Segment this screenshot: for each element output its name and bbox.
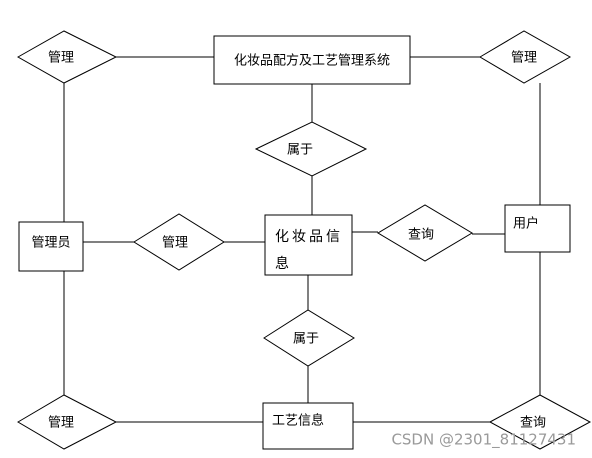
entity-process-label: 工艺信息 — [272, 413, 324, 429]
watermark: CSDN @2301_81127431 — [391, 431, 576, 450]
entity-user-label: 用户 — [513, 216, 539, 232]
connectors — [63, 56, 541, 423]
relation-query-middle: 查询 — [377, 204, 473, 262]
relation-manage-middle: 管理 — [133, 213, 225, 271]
entity-admin: 管理员 — [18, 221, 84, 272]
entity-cosmetic-label-line2: 息 — [275, 255, 292, 272]
relation-query-bottom-right-label: 查询 — [520, 416, 546, 431]
relation-manage-middle-label: 管理 — [162, 236, 188, 251]
relation-manage-bottom-left-label: 管理 — [48, 416, 74, 431]
relation-belongs-bottom: 属于 — [263, 309, 355, 367]
relation-manage-top-left-label: 管理 — [48, 51, 74, 66]
relation-manage-top-right-label: 管理 — [511, 51, 537, 66]
relation-manage-bottom-left: 管理 — [17, 394, 118, 450]
relation-belongs-top-label: 属于 — [287, 143, 313, 158]
relation-manage-top-right: 管理 — [479, 30, 572, 84]
relation-query-middle-label: 查询 — [408, 228, 434, 243]
entity-process-info: 工艺信息 — [262, 402, 354, 450]
entity-system: 化妆品配方及工艺管理系统 — [213, 35, 411, 85]
relation-manage-top-left: 管理 — [16, 30, 118, 84]
relation-belongs-top: 属于 — [254, 121, 368, 177]
relation-query-bottom-right: 查询 — [488, 394, 592, 450]
relation-belongs-bottom-label: 属于 — [293, 332, 319, 347]
entity-system-label: 化妆品配方及工艺管理系统 — [234, 53, 390, 69]
entity-user: 用户 — [504, 204, 571, 253]
entity-cosmetic-label-line1: 化妆品信 — [275, 229, 343, 245]
entity-cosmetic-info: 化妆品信 息 — [264, 214, 353, 276]
entity-admin-label: 管理员 — [31, 236, 70, 251]
